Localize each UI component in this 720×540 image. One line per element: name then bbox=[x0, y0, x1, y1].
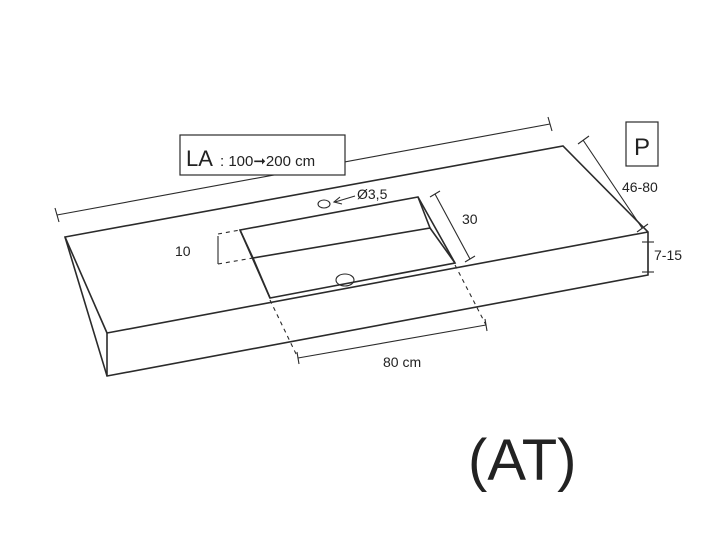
basin-width-label: 80 cm bbox=[383, 354, 421, 370]
basin-width-ext-left bbox=[269, 299, 299, 359]
basin-rim bbox=[238, 196, 457, 299]
width-label-box bbox=[179, 134, 346, 176]
basin-left-floor-edge bbox=[252, 257, 271, 299]
basin-height-label: 10 bbox=[175, 243, 191, 259]
basin-depth-label: 30 bbox=[462, 211, 478, 227]
tap-hole-icon bbox=[317, 199, 331, 209]
depth-tick-top bbox=[577, 135, 590, 145]
thickness-range: 7-15 bbox=[654, 247, 682, 263]
width-prefix: LA bbox=[186, 146, 213, 171]
depth-badge-box bbox=[625, 121, 659, 167]
width-tick-right bbox=[547, 116, 553, 132]
width-range: : 100➞200 cm bbox=[220, 153, 315, 170]
basin-depth-line bbox=[434, 193, 471, 260]
depth-range: 46-80 bbox=[622, 179, 658, 195]
basin-width-line bbox=[297, 324, 487, 359]
basin-depth-dimension: 30 bbox=[429, 190, 478, 263]
basin-depth-tick-top bbox=[429, 190, 441, 198]
slab-front-top-edge bbox=[106, 231, 649, 334]
countertop-slab bbox=[63, 145, 649, 377]
basin-width-ext-right bbox=[454, 264, 487, 326]
tap-hole-callout: Ø3,5 bbox=[332, 186, 388, 205]
width-dimension: LA : 100➞200 cm bbox=[54, 116, 553, 223]
drain-hole-icon bbox=[335, 273, 355, 287]
width-tick-left bbox=[54, 207, 60, 223]
slab-left-edge bbox=[64, 236, 108, 334]
depth-dimension-line bbox=[582, 139, 643, 229]
drain-diameter-label: Ø3,5 bbox=[357, 186, 388, 202]
basin bbox=[238, 196, 457, 299]
basin-back-wall bbox=[239, 196, 432, 259]
model-code: (AT) bbox=[468, 428, 576, 493]
depth-badge: P bbox=[634, 134, 650, 161]
arrow-left-icon bbox=[334, 195, 356, 203]
thickness-dimension: 7-15 bbox=[642, 241, 682, 273]
basin-height-dimension: 10 bbox=[175, 229, 254, 265]
arrow-head-icon bbox=[332, 196, 343, 205]
slab-outline bbox=[63, 145, 649, 377]
basin-width-tick-right bbox=[484, 318, 488, 332]
basin-width-dimension: 80 cm bbox=[269, 264, 488, 370]
basin-height-ext-top bbox=[217, 229, 241, 235]
depth-dimension: P 46-80 bbox=[577, 121, 659, 233]
basin-height-ext-bottom bbox=[217, 257, 254, 265]
depth-tick-bottom bbox=[636, 223, 649, 233]
basin-depth-tick-bottom bbox=[464, 255, 476, 263]
basin-width-tick-left bbox=[296, 351, 300, 365]
basin-right-floor-edge bbox=[429, 227, 456, 264]
